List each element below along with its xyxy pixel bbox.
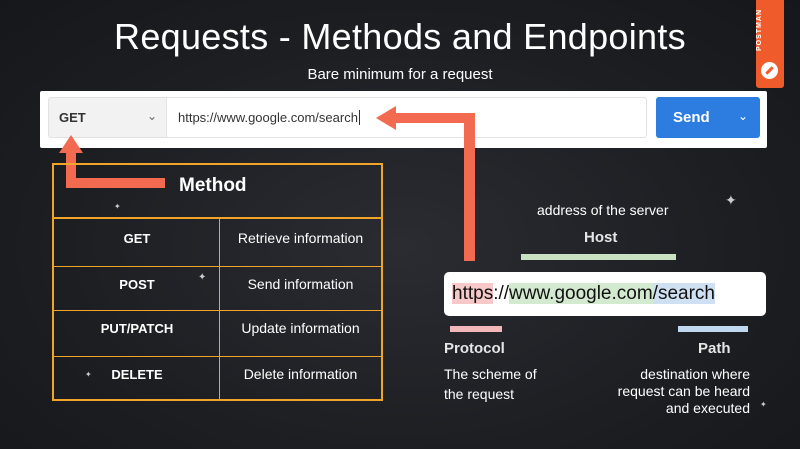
method-name: DELETE <box>111 367 163 382</box>
table-divider <box>219 219 220 399</box>
send-button[interactable]: Send ⌄ <box>656 97 760 138</box>
path-label: Path <box>698 340 731 357</box>
url-host: www.google.com <box>509 283 653 304</box>
method-name: GET <box>123 231 151 246</box>
host-underline <box>521 254 676 260</box>
table-row: DELETE Delete information <box>54 357 381 399</box>
protocol-desc-line: the request <box>444 386 515 402</box>
url-example: https://www.google.com/search <box>452 283 715 305</box>
host-label: Host <box>584 229 618 246</box>
url-example-box: https://www.google.com/search <box>444 272 766 316</box>
method-description: Update information <box>241 320 360 336</box>
protocol-desc-line: The scheme of <box>444 366 537 382</box>
slide-title: Requests - Methods and Endpoints <box>114 16 686 57</box>
url-arrow-horizontal <box>393 113 475 123</box>
chevron-down-icon[interactable]: ⌄ <box>738 109 749 123</box>
url-arrow-vertical <box>464 113 475 261</box>
protocol-label: Protocol <box>444 340 505 357</box>
path-desc-line: and executed <box>665 400 750 416</box>
protocol-underline <box>450 326 502 332</box>
sparkle-icon: ✦ <box>760 400 767 409</box>
table-row: PUT/PATCH Update information <box>54 311 381 357</box>
sparkle-icon: ✦ <box>85 370 92 379</box>
url-value: https://www.google.com/search <box>178 110 358 125</box>
path-desc-line: destination where <box>640 366 750 382</box>
send-label: Send <box>673 109 710 126</box>
chevron-down-icon: ⌄ <box>147 109 158 123</box>
postman-logo: POSTMAN <box>756 0 784 88</box>
method-description: Send information <box>247 276 354 292</box>
method-description: Delete information <box>243 366 358 382</box>
method-description: Retrieve information <box>237 230 364 246</box>
slide-subtitle: Bare minimum for a request <box>307 66 493 83</box>
method-name: PUT/PATCH <box>100 321 174 336</box>
host-caption: address of the server <box>537 202 669 218</box>
url-path: /search <box>652 283 715 304</box>
method-dropdown[interactable]: GET ⌄ <box>48 97 166 138</box>
table-row: POST Send information <box>54 267 381 311</box>
path-underline <box>678 326 748 332</box>
url-protocol: https <box>452 283 494 304</box>
method-header-label: Method <box>179 175 247 196</box>
method-arrowhead-icon <box>59 135 83 153</box>
method-arrow-vertical <box>66 150 76 188</box>
table-row: GET Retrieve information <box>54 219 381 267</box>
sparkle-icon: ✦ <box>198 272 207 283</box>
method-arrow-horizontal <box>66 178 165 188</box>
url-separator: :// <box>493 283 510 304</box>
method-value: GET <box>59 110 86 125</box>
path-desc-line: request can be heard <box>617 383 750 399</box>
url-arrowhead-icon <box>376 106 396 130</box>
method-name: POST <box>119 277 155 292</box>
sparkle-icon: ✦ <box>114 202 121 211</box>
postman-rocket-icon <box>761 62 778 79</box>
method-table: Method GET Retrieve information POST Sen… <box>52 163 383 401</box>
method-table-header: Method <box>54 165 381 219</box>
logo-text: POSTMAN <box>756 9 763 51</box>
sparkle-icon: ✦ <box>725 192 737 208</box>
text-caret <box>358 110 360 125</box>
